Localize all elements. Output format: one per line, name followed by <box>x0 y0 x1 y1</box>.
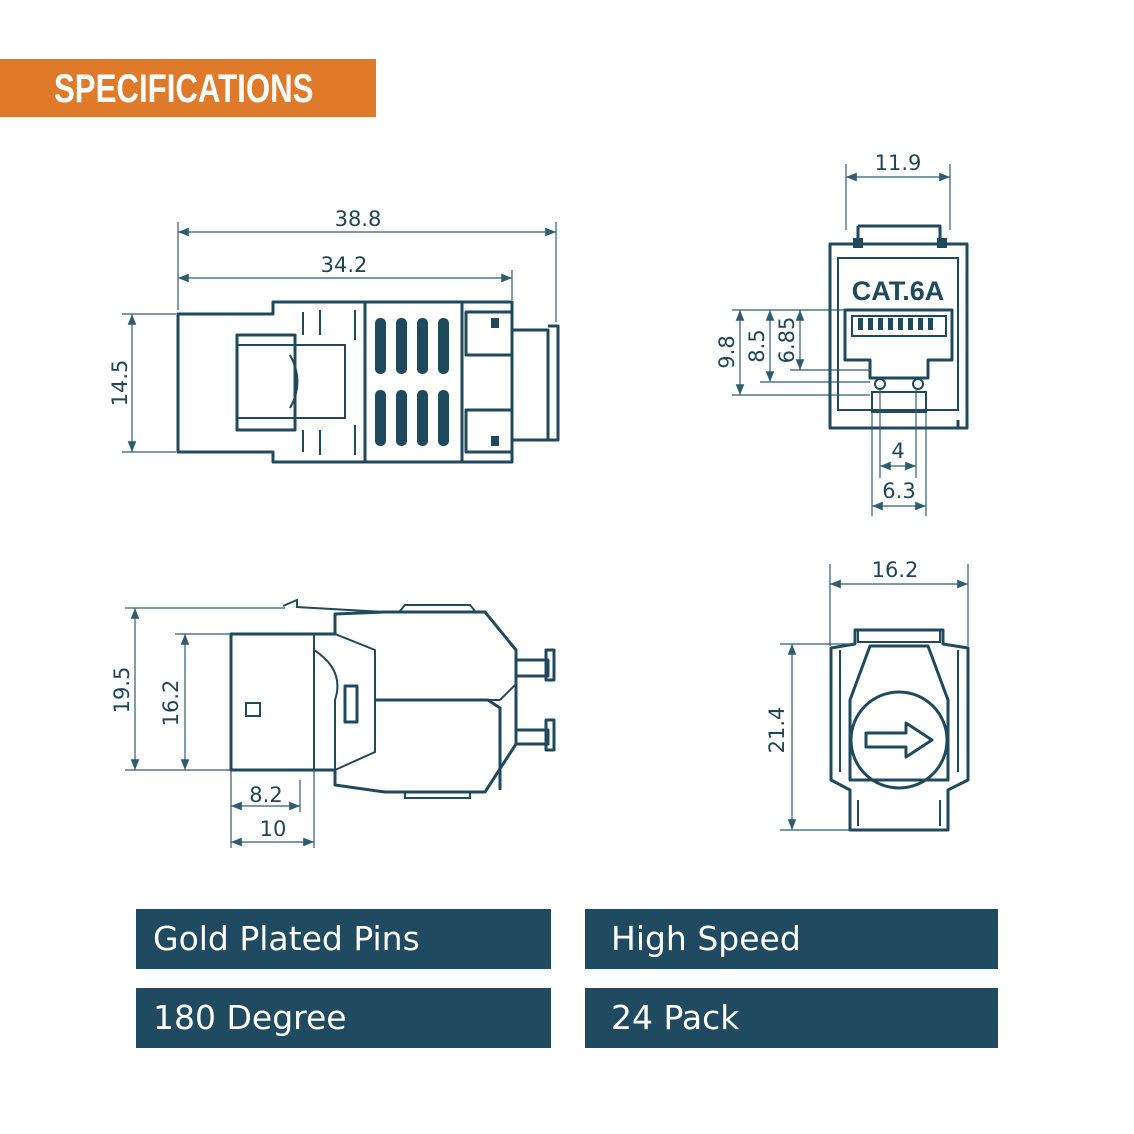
dim-step-long: 10 <box>260 817 287 841</box>
feature-24-pack: 24 Pack <box>585 988 998 1048</box>
dim-pin-gap: 4 <box>891 439 904 463</box>
dim-height-mid: 8.5 <box>745 329 769 362</box>
front-view: CAT.6A 11.9 9.8 8.5 6.85 4 <box>715 151 969 516</box>
dim-overall-length: 38.8 <box>335 207 382 231</box>
header-title: SPECIFICATIONS <box>54 67 314 111</box>
top-view: 38.8 34.2 14.5 <box>108 207 560 464</box>
dim-overall-height: 19.5 <box>110 667 134 714</box>
feature-gold-plated-pins: Gold Plated Pins <box>136 909 551 969</box>
dim-height-inner: 6.85 <box>775 317 799 364</box>
dim-rear-height: 21.4 <box>765 707 789 754</box>
specifications-header: SPECIFICATIONS <box>0 59 376 117</box>
dim-body-height: 16.2 <box>159 680 183 727</box>
feature-180-degree: 180 Degree <box>136 988 551 1048</box>
dim-body-length: 34.2 <box>321 253 368 277</box>
dim-rear-width: 16.2 <box>872 558 919 582</box>
dim-step-short: 8.2 <box>249 783 282 807</box>
rear-view: 16.2 21.4 <box>765 558 970 832</box>
dim-latch-gap: 6.3 <box>882 479 915 503</box>
side-view: 19.5 16.2 8.2 10 <box>110 598 556 848</box>
feature-high-speed: High Speed <box>585 909 998 969</box>
dim-height-outer: 9.8 <box>715 335 739 368</box>
dim-top-width: 11.9 <box>875 151 922 175</box>
dim-width: 14.5 <box>108 360 132 407</box>
cat6a-label: CAT.6A <box>852 276 945 306</box>
